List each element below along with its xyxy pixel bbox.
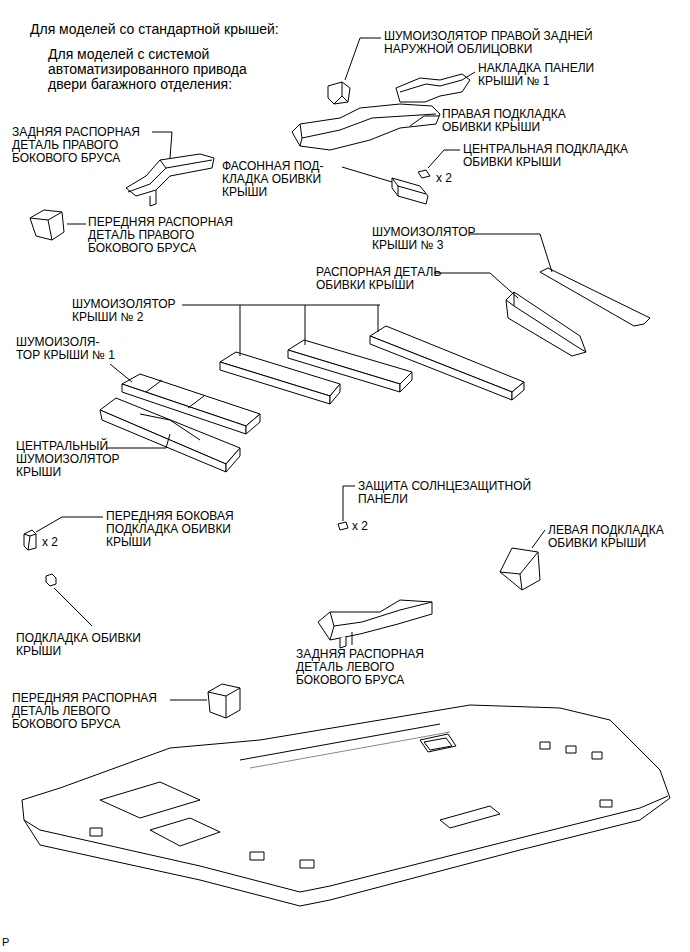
text-line: БОКОВОГО БРУСА bbox=[12, 152, 140, 165]
text-line: Для моделей со стандартной крышей: bbox=[30, 22, 279, 37]
part-label: ШУМОИЗОЛЯТОР КРЫШИ № 2 bbox=[72, 298, 176, 324]
part-label: ЗАДНЯЯ РАСПОРНАЯ ДЕТАЛЬ ПРАВОГО БОКОВОГО… bbox=[12, 126, 140, 165]
text-line: ПЕРЕДНЯЯ БОКОВАЯ bbox=[106, 510, 234, 523]
text-line: ЗАЩИТА СОЛНЦЕЗАЩИТНОЙ bbox=[358, 480, 531, 493]
text-line: РАСПОРНАЯ ДЕТАЛЬ bbox=[316, 266, 441, 279]
part-label: ПОДКЛАДКА ОБИВКИ КРЫШИ bbox=[16, 632, 141, 658]
text-line: НАРУЖНОЙ ОБЛИЦОВКИ bbox=[384, 43, 593, 56]
text-line: БОКОВОГО БРУСА bbox=[296, 674, 424, 687]
text-line: ФАСОННАЯ ПОД- bbox=[222, 160, 324, 173]
part-label: ЦЕНТРАЛЬНАЯ ПОДКЛАДКА ОБИВКИ КРЫШИ bbox=[463, 143, 628, 169]
part-label: НАКЛАДКА ПАНЕЛИ КРЫШИ № 1 bbox=[478, 62, 594, 88]
part-label: ФАСОННАЯ ПОД- КЛАДКА ОБИВКИ КРЫШИ bbox=[222, 160, 324, 199]
text-line: ДЕТАЛЬ ПРАВОГО bbox=[88, 229, 233, 242]
text-line: ШУМОИЗОЛЯТОР bbox=[16, 453, 120, 466]
text-line: автоматизированного привода bbox=[48, 62, 247, 77]
text-line: КРЫШИ № 2 bbox=[72, 311, 176, 324]
part-label: ШУМОИЗОЛЯТОР ПРАВОЙ ЗАДНЕЙ НАРУЖНОЙ ОБЛИ… bbox=[384, 30, 593, 56]
quantity-label: x 2 bbox=[436, 172, 452, 185]
quantity-label: x 2 bbox=[42, 536, 58, 549]
text-line: x 2 bbox=[436, 172, 452, 185]
part-label: ПЕРЕДНЯЯ РАСПОРНАЯ ДЕТАЛЬ ПРАВОГО БОКОВО… bbox=[88, 216, 233, 255]
part-label: РАСПОРНАЯ ДЕТАЛЬ ОБИВКИ КРЫШИ bbox=[316, 266, 441, 292]
part-label: ШУМОИЗОЛЯ- ТОР КРЫШИ № 1 bbox=[16, 336, 115, 362]
text-line: ЦЕНТРАЛЬНЫЙ bbox=[16, 440, 120, 453]
text-line: ДЕТАЛЬ ЛЕВОГО bbox=[12, 705, 157, 718]
part-label: ШУМОИЗОЛЯТОР КРЫШИ № 3 bbox=[372, 226, 476, 252]
text-line: ПОДКЛАДКА ОБИВКИ bbox=[106, 523, 234, 536]
text-line: x 2 bbox=[352, 520, 368, 533]
note-text: Для моделей со стандартной крышей: bbox=[30, 22, 279, 37]
text-line: x 2 bbox=[42, 536, 58, 549]
text-line: БОКОВОГО БРУСА bbox=[12, 718, 157, 731]
part-label: ЗАЩИТА СОЛНЦЕЗАЩИТНОЙ ПАНЕЛИ bbox=[358, 480, 531, 506]
text-line: ОБИВКИ КРЫШИ bbox=[548, 537, 664, 550]
text-line: ОБИВКИ КРЫШИ bbox=[316, 279, 441, 292]
part-label: ЛЕВАЯ ПОДКЛАДКА ОБИВКИ КРЫШИ bbox=[548, 524, 664, 550]
figure-code: P bbox=[2, 936, 9, 948]
text-line: КРЫШИ № 3 bbox=[372, 239, 476, 252]
text-line: БОКОВОГО БРУСА bbox=[88, 242, 233, 255]
text-line: ЛЕВАЯ ПОДКЛАДКА bbox=[548, 524, 664, 537]
part-label: ПЕРЕДНЯЯ РАСПОРНАЯ ДЕТАЛЬ ЛЕВОГО БОКОВОГ… bbox=[12, 692, 157, 731]
text-line: ОБИВКИ КРЫШИ bbox=[463, 156, 628, 169]
text-line: ДЕТАЛЬ ПРАВОГО bbox=[12, 139, 140, 152]
text-line: ПЕРЕДНЯЯ РАСПОРНАЯ bbox=[88, 216, 233, 229]
note-text: Для моделей с системой автоматизированно… bbox=[48, 47, 247, 92]
part-label: ПЕРЕДНЯЯ БОКОВАЯ ПОДКЛАДКА ОБИВКИ КРЫШИ bbox=[106, 510, 234, 549]
quantity-label: x 2 bbox=[352, 520, 368, 533]
text-line: НАКЛАДКА ПАНЕЛИ bbox=[478, 62, 594, 75]
text-line: КРЫШИ bbox=[16, 466, 120, 479]
text-line: ЗАДНЯЯ РАСПОРНАЯ bbox=[296, 648, 424, 661]
text-line: ШУМОИЗОЛЯ- bbox=[16, 336, 115, 349]
text-line: ПОДКЛАДКА ОБИВКИ bbox=[16, 632, 141, 645]
part-label: ПРАВАЯ ПОДКЛАДКА ОБИВКИ КРЫШИ bbox=[442, 108, 566, 134]
text-line: КРЫШИ № 1 bbox=[478, 75, 594, 88]
text-line: ДЕТАЛЬ ЛЕВОГО bbox=[296, 661, 424, 674]
text-line: КРЫШИ bbox=[16, 645, 141, 658]
text-line: ШУМОИЗОЛЯТОР ПРАВОЙ ЗАДНЕЙ bbox=[384, 30, 593, 43]
text-line: ПАНЕЛИ bbox=[358, 493, 531, 506]
part-label: ЦЕНТРАЛЬНЫЙ ШУМОИЗОЛЯТОР КРЫШИ bbox=[16, 440, 120, 479]
part-label: ЗАДНЯЯ РАСПОРНАЯ ДЕТАЛЬ ЛЕВОГО БОКОВОГО … bbox=[296, 648, 424, 687]
text-line: ПРАВАЯ ПОДКЛАДКА bbox=[442, 108, 566, 121]
text-line: ШУМОИЗОЛЯТОР bbox=[72, 298, 176, 311]
text-line: ТОР КРЫШИ № 1 bbox=[16, 349, 115, 362]
text-line: КЛАДКА ОБИВКИ bbox=[222, 173, 324, 186]
text-line: двери багажного отделения: bbox=[48, 77, 247, 92]
text-line: Для моделей с системой bbox=[48, 47, 247, 62]
text-line: ПЕРЕДНЯЯ РАСПОРНАЯ bbox=[12, 692, 157, 705]
text-line: КРЫШИ bbox=[222, 186, 324, 199]
text-line: ШУМОИЗОЛЯТОР bbox=[372, 226, 476, 239]
text-line: КРЫШИ bbox=[106, 536, 234, 549]
text-line: P bbox=[2, 936, 9, 948]
text-line: ЦЕНТРАЛЬНАЯ ПОДКЛАДКА bbox=[463, 143, 628, 156]
text-line: ОБИВКИ КРЫШИ bbox=[442, 121, 566, 134]
text-line: ЗАДНЯЯ РАСПОРНАЯ bbox=[12, 126, 140, 139]
